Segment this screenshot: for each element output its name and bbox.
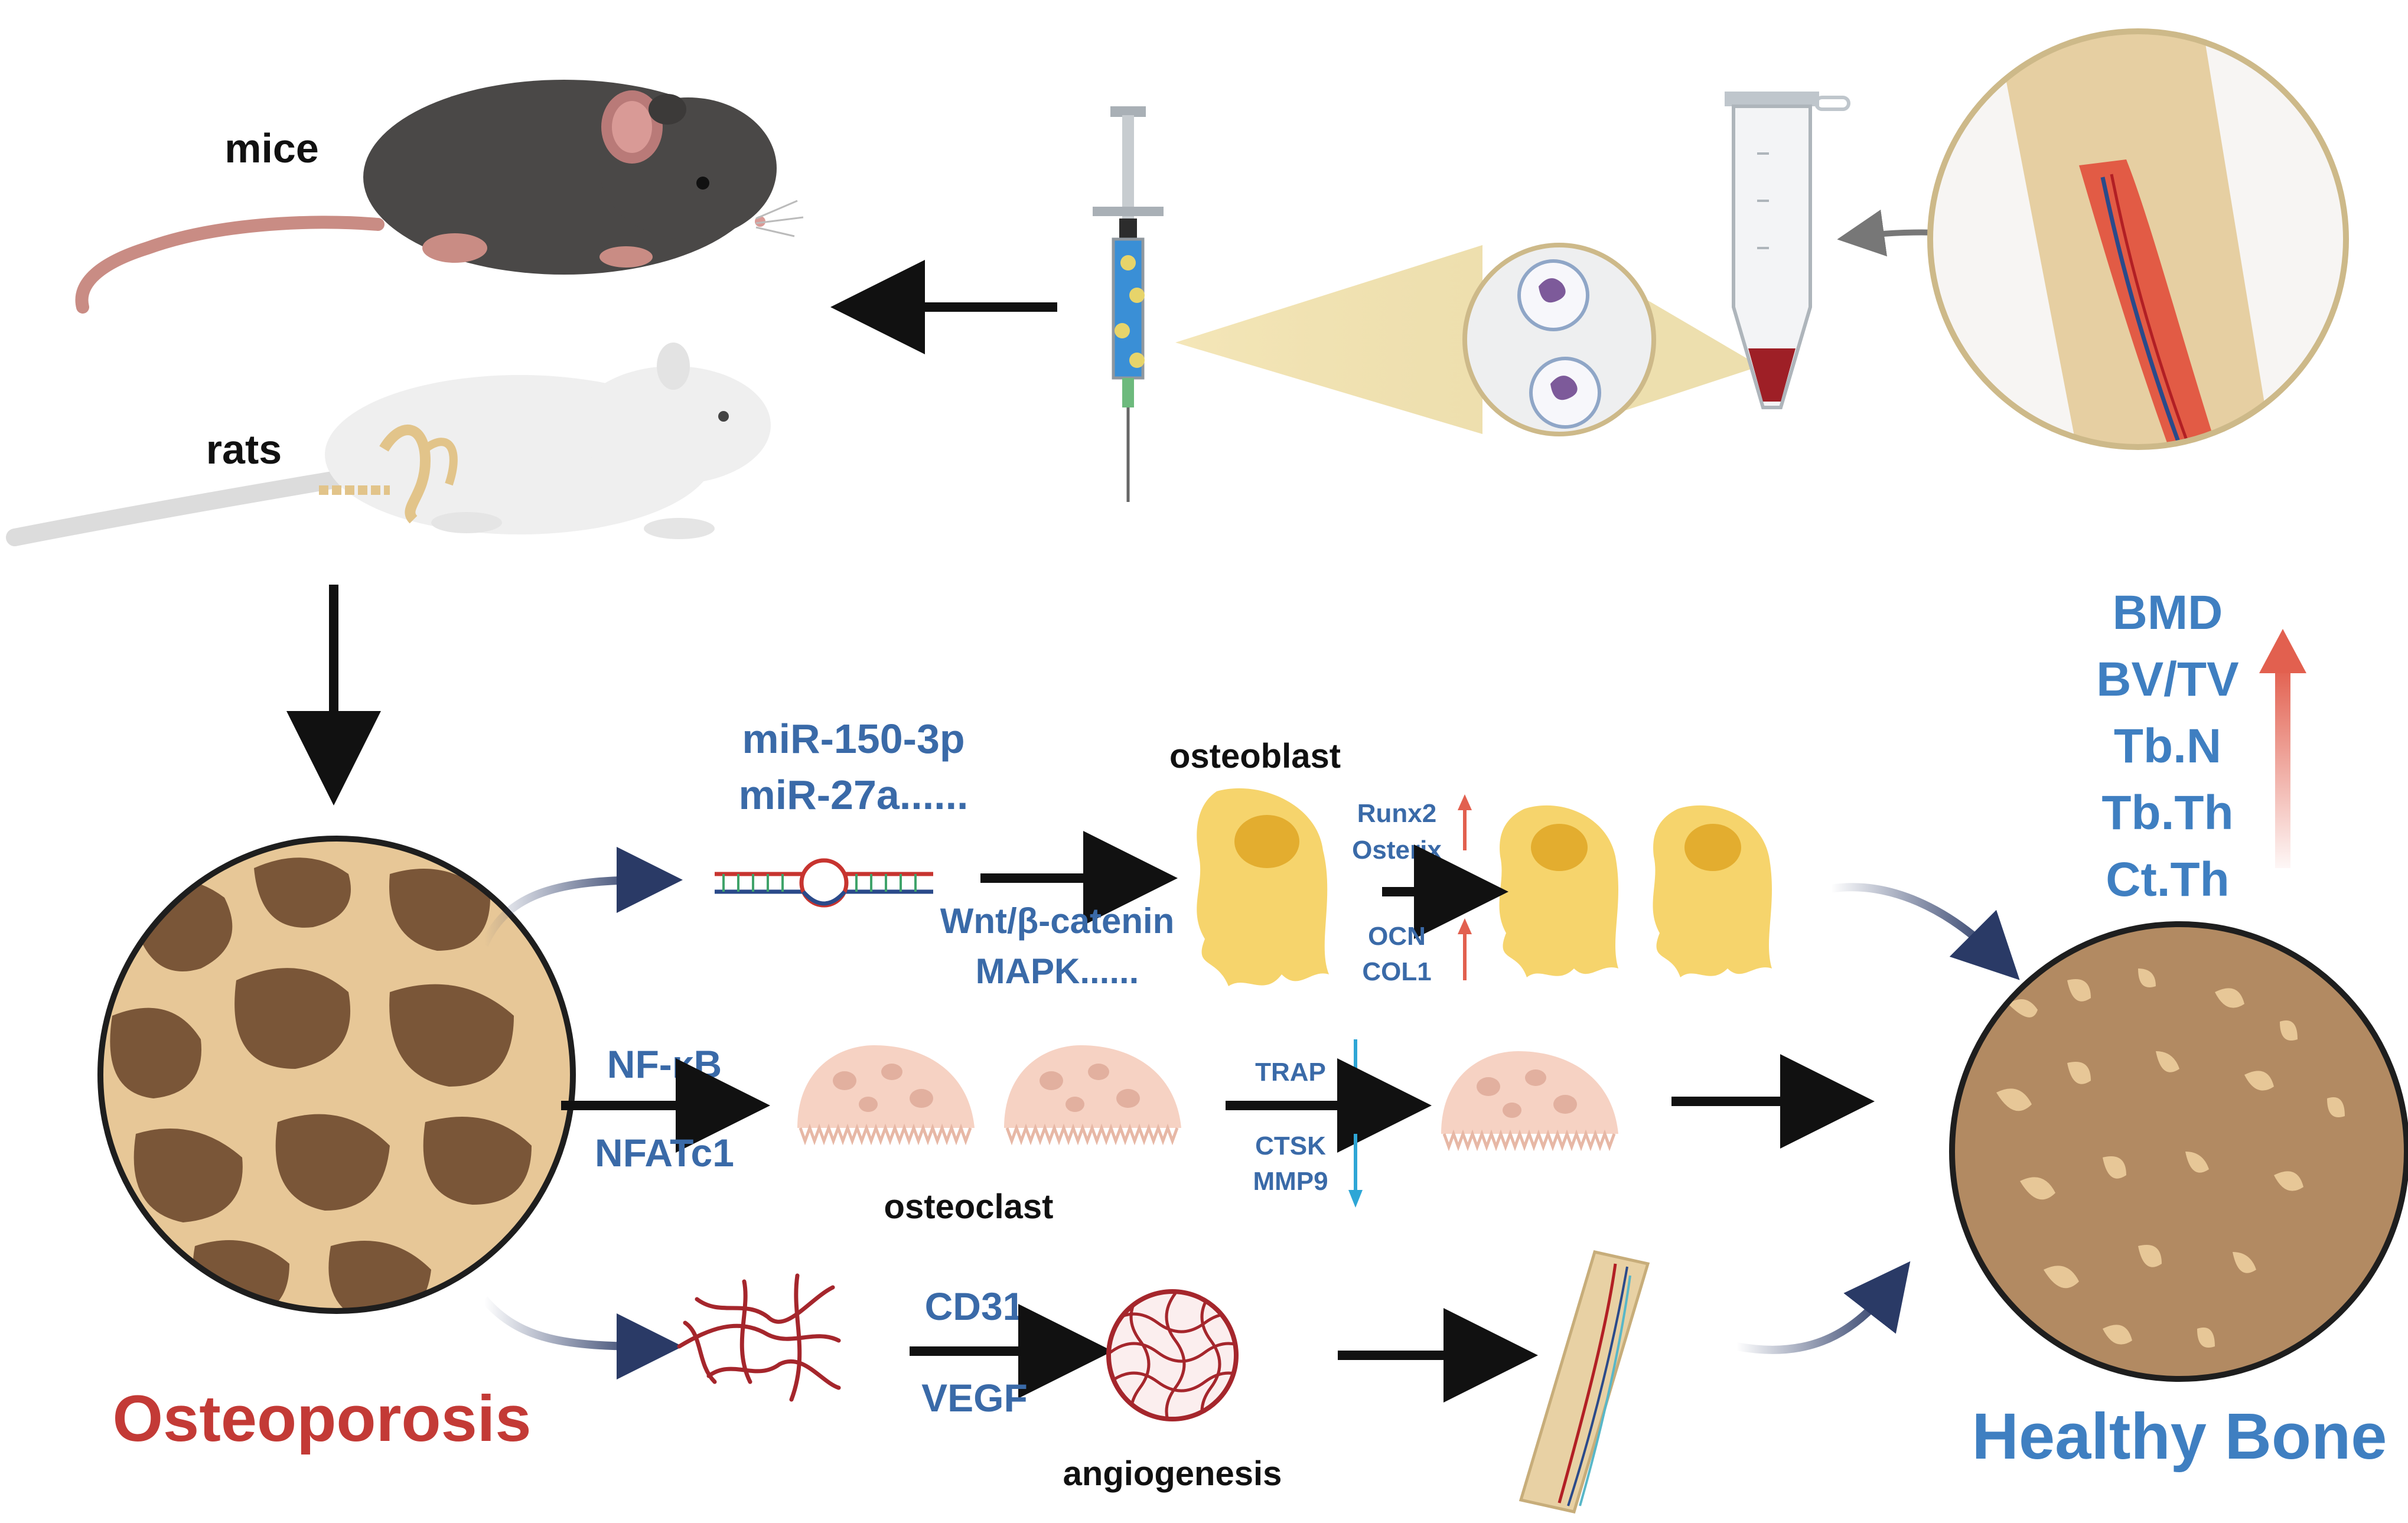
osteoclast-cell-1 [797,1045,975,1146]
centrifuge-tube-illustration [1725,92,1850,409]
col1-label: COL1 [1362,957,1431,986]
bone-marrow-circle [1927,28,2349,450]
pathway-label-1: Wnt/β-catenin [940,901,1175,941]
osteoblast-cell-3 [1653,805,1772,977]
ocn-label: OCN [1368,922,1426,951]
curved-arrow-to-mirna [480,847,683,947]
angiogenesis-label: angiogenesis [1063,1454,1282,1493]
curved-arrow-to-vessels [481,1296,683,1379]
outcome-up-arrow [2259,629,2306,868]
angiogenesis-sphere-icon [1106,1289,1239,1421]
blood-vessel-network-icon [677,1273,841,1402]
osteoclast-label: osteoclast [884,1188,1054,1226]
rats-label: rats [206,426,282,472]
osteoporotic-bone-circle [97,836,576,1314]
nfatc1-label: NFATc1 [595,1131,734,1175]
osteoblast-cell-1 [1197,788,1329,986]
curved-arrow-angio-to-healthy [1735,1261,1911,1354]
pathway-label-2: MAPK...... [976,951,1139,991]
mmp9-label: MMP9 [1253,1167,1328,1196]
ctsk-label: CTSK [1255,1131,1326,1160]
osteoblast-label: osteoblast [1169,737,1341,775]
cd31-label: CD31 [925,1284,1025,1328]
runx2-label: Runx2 [1357,799,1436,828]
outcome-item: BMD [2113,586,2223,640]
osteoblast-cell-2 [1499,805,1618,977]
mirna-label-2: miR-27a...... [738,772,968,818]
vegf-label: VEGF [921,1376,1028,1420]
exosome-zoom-circle [1462,243,1656,436]
nfkb-label: NF-κB [607,1042,722,1086]
healthy-bone-label: Healthy Bone [1972,1400,2387,1473]
outcome-item: Ct.Th [2106,853,2229,906]
curved-arrow-osteoblast-to-healthy [1830,883,2020,980]
osterix-label: Osterix [1352,836,1442,865]
osteoclast-cell-2 [1004,1045,1181,1146]
mouse-illustration [75,80,804,314]
osteoclast-cell-3 [1441,1051,1618,1152]
mice-label: mice [224,125,319,171]
long-bone-vessels-illustration [1519,1250,1650,1514]
osteoporosis-label: Osteoporosis [112,1382,531,1455]
outcome-item: BV/TV [2096,653,2239,706]
syringe-illustration [1093,106,1164,502]
healthy-bone-circle [1949,921,2408,1382]
mirna-label-1: miR-150-3p [742,716,964,762]
trap-label: TRAP [1255,1058,1326,1087]
mirna-hairpin-icon [715,858,933,908]
outcome-item: Tb.N [2114,719,2221,773]
rat-illustration [6,343,771,546]
outcome-item: Tb.Th [2101,786,2233,840]
zoom-beam-left [1175,245,1482,434]
